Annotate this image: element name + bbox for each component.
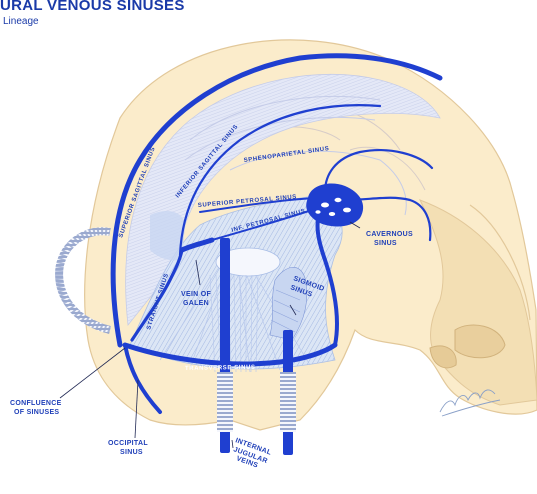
label-occipital-line1: OCCIPITAL [108,440,148,447]
label-confluence-line1: CONFLUENCE [10,400,62,407]
jugular-segment-right-striped [280,372,296,432]
jugular-segment-left-striped [217,372,233,432]
label-cavernous-sinus-line2: SINUS [374,240,397,247]
label-vein-of-galen-line2: GALEN [183,300,209,307]
label-occipital-line2: SINUS [120,449,143,456]
label-confluence-line2: OF SINUSES [14,409,59,416]
page-subtitle: Lineage [3,16,39,27]
label-cavernous-sinus-line1: CAVERNOUS [366,231,413,238]
label-vein-of-galen-line1: VEIN OF [181,291,212,298]
label-transverse-sinus: TRANSVERSE SINUS [185,365,256,372]
page-title: URAL VENOUS SINUSES [0,0,185,14]
